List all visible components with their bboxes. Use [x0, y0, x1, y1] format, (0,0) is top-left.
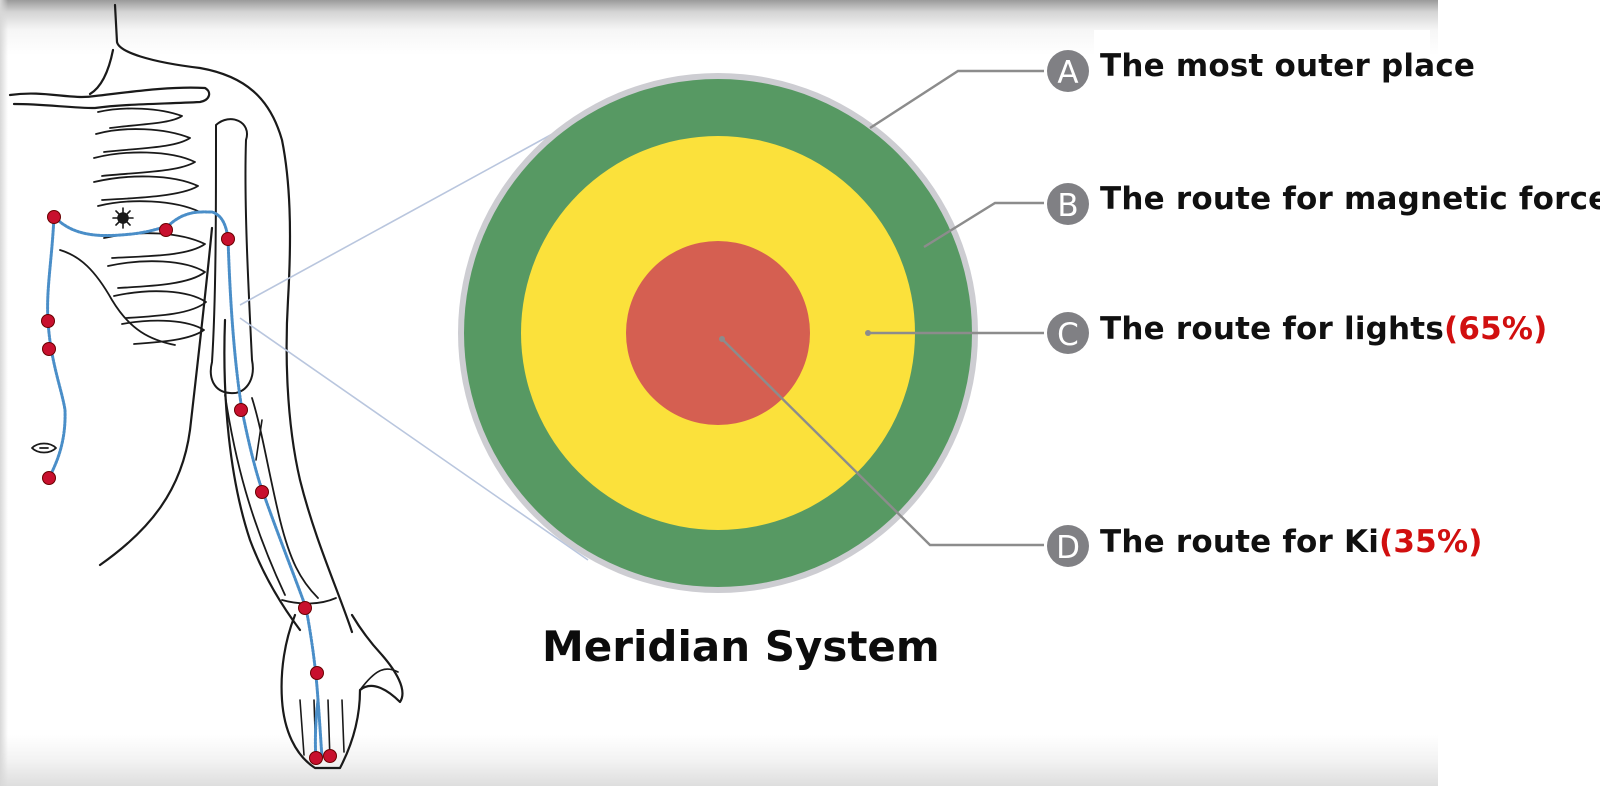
acupoint — [309, 751, 323, 765]
label-b: The route for magnetic forces — [1100, 181, 1600, 217]
inner-arm-outline — [223, 318, 302, 632]
badge-d-letter: D — [1056, 530, 1080, 566]
label-c-text: The route for lights — [1100, 311, 1444, 347]
label-a-text: The most outer place — [1100, 48, 1476, 84]
leader-line-b — [923, 201, 1044, 249]
label-d-text: The route for Ki — [1100, 524, 1380, 560]
torso-side-outline — [98, 226, 214, 567]
badge-b-letter: B — [1057, 188, 1078, 224]
badge-c: C — [1047, 312, 1089, 354]
label-c: The route for lights(65%) — [1100, 311, 1548, 347]
label-d: The route for Ki(35%) — [1100, 524, 1483, 560]
nipple-mark — [112, 207, 134, 229]
badge-b: B — [1047, 183, 1089, 225]
acupoint — [234, 403, 248, 417]
label-c-percent: (65%) — [1443, 311, 1548, 347]
acupoint — [221, 232, 235, 246]
badge-a-letter: A — [1057, 55, 1078, 91]
badge-d: D — [1047, 525, 1089, 567]
arm-anatomy-illustration — [8, 3, 404, 770]
acupoint — [298, 601, 312, 615]
acupoint — [159, 223, 173, 237]
label-b-text: The route for magnetic forces — [1100, 181, 1600, 217]
clavicle — [8, 86, 211, 110]
navel-mark — [31, 442, 57, 454]
zoom-connector — [239, 131, 589, 561]
slide-left-edge — [0, 0, 8, 786]
label-a: The most outer place — [1100, 48, 1475, 84]
acupoint — [323, 749, 337, 763]
badge-a: A — [1047, 50, 1089, 92]
leader-lines — [721, 69, 1044, 547]
rib-cage — [59, 107, 207, 346]
neck-inner — [88, 48, 115, 96]
forearm-bone-1 — [224, 394, 286, 596]
acupoint — [42, 471, 56, 485]
label-highlight-patch — [1094, 30, 1430, 92]
neck-outline — [113, 3, 354, 634]
acupoint — [41, 314, 55, 328]
leader-dots — [719, 330, 871, 342]
acupoint — [310, 666, 324, 680]
diagram-title: Meridian System — [542, 622, 940, 671]
acupoints — [41, 210, 337, 765]
acupoint — [42, 342, 56, 356]
leader-line-d — [721, 338, 1044, 547]
hand-outline — [280, 613, 404, 770]
thumb-line — [359, 668, 399, 691]
badge-c-letter: C — [1057, 317, 1079, 353]
forearm-bone-2 — [251, 397, 319, 599]
acupoint — [47, 210, 61, 224]
acupoint — [255, 485, 269, 499]
forearm-bone-3 — [255, 419, 263, 461]
label-d-percent: (35%) — [1379, 524, 1483, 560]
humerus — [209, 118, 254, 395]
leader-line-a — [869, 69, 1044, 130]
